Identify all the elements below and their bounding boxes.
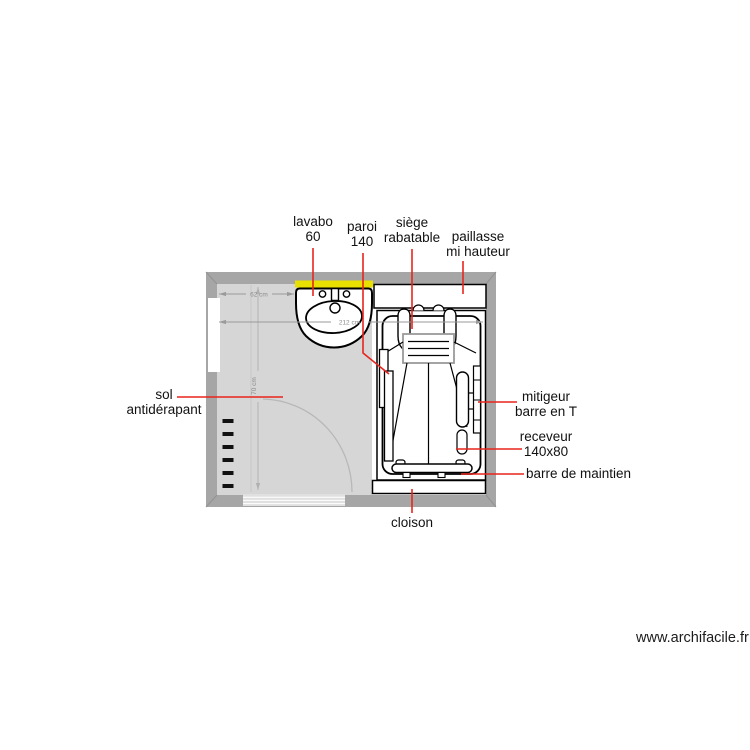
- leader-lines: [177, 248, 524, 513]
- label-siege-line1: siège: [395, 215, 429, 230]
- door[interactable]: [243, 398, 353, 506]
- corner-miter: [205, 271, 218, 285]
- leader-paroi: [362, 253, 390, 375]
- label-barre-maintien: barre de maintien: [526, 466, 632, 482]
- folding-seat[interactable]: [402, 333, 455, 364]
- mixer-tbar[interactable]: [455, 365, 482, 455]
- radiator[interactable]: [222, 419, 234, 488]
- label-lavabo-line2: 60: [305, 228, 321, 244]
- sink-outline[interactable]: [295, 287, 373, 349]
- label-paillasse-line2: mi hauteur: [446, 243, 510, 259]
- label-mitigeur-line2: barre en T: [514, 403, 578, 419]
- radiator-fin: [222, 458, 234, 462]
- label-paillasse-line1: paillasse: [451, 229, 505, 244]
- radiator-fin: [222, 419, 234, 423]
- seat-hinge-bump: [432, 304, 445, 311]
- seat-hinge-bump: [412, 304, 425, 311]
- sink-highlight-strip: [295, 280, 373, 288]
- grab-bar-bracket: [402, 471, 411, 479]
- shower-screen-paroi[interactable]: [383, 370, 394, 462]
- mixer-handle: [456, 429, 468, 455]
- radiator-fin: [222, 432, 234, 436]
- sink-basin: [305, 300, 363, 334]
- label-cloison: cloison: [382, 515, 442, 531]
- window-opening[interactable]: [208, 298, 220, 372]
- radiator-fin: [222, 484, 234, 488]
- grab-bar-bracket: [437, 471, 446, 479]
- label-sol-line1: sol: [155, 387, 173, 402]
- door-swing-arc: [262, 398, 353, 493]
- label-mitigeur-line1: mitigeur: [521, 389, 570, 404]
- mixer-rail[interactable]: [455, 371, 470, 428]
- dim-text-bg: [251, 371, 260, 402]
- radiator-fin: [222, 445, 234, 449]
- label-paroi: paroi 140: [330, 219, 394, 249]
- dim-70-text: 70 cm: [251, 377, 258, 395]
- corner-miter: [485, 271, 497, 285]
- label-paroi-line1: paroi: [346, 219, 378, 234]
- grab-bar[interactable]: [391, 459, 473, 479]
- corner-miter: [205, 494, 218, 508]
- label-receveur-line1: receveur: [519, 429, 573, 444]
- label-paillasse: paillasse mi hauteur: [436, 229, 520, 259]
- drain-icon: [329, 302, 341, 314]
- dimension-arrows: [219, 287, 483, 490]
- tap-handle-icon: [318, 290, 327, 298]
- faucet-icon: [330, 287, 340, 302]
- paillasse-counter[interactable]: [373, 283, 487, 309]
- partition-cloison[interactable]: [371, 479, 487, 495]
- grab-bar-tube[interactable]: [391, 463, 473, 474]
- label-paroi-line2: 140: [350, 233, 374, 249]
- shower[interactable]: [376, 304, 487, 481]
- dim-62-text: 62 cm: [250, 292, 268, 299]
- label-receveur-line2: 140x80: [523, 443, 569, 459]
- corner-miter: [485, 494, 497, 508]
- label-barre-maintien-line1: barre de maintien: [526, 466, 632, 481]
- radiator-fin: [222, 471, 234, 475]
- label-sol: sol antidérapant: [120, 387, 208, 417]
- label-sol-line2: antidérapant: [126, 401, 202, 417]
- dim-212-text: 212 cm: [339, 320, 360, 327]
- label-lavabo: lavabo 60: [270, 214, 356, 244]
- watermark-url: www.archifacile.fr: [636, 630, 749, 646]
- label-lavabo-line1: lavabo: [293, 214, 333, 229]
- label-siege: siège rabatable: [373, 215, 451, 245]
- label-siege-line2: rabatable: [383, 229, 441, 245]
- sink-lavabo[interactable]: [295, 280, 373, 349]
- label-cloison-line1: cloison: [390, 515, 434, 530]
- tap-handle-icon: [342, 290, 351, 298]
- label-mitigeur: mitigeur barre en T: [504, 389, 588, 419]
- label-receveur: receveur 140x80: [504, 429, 588, 459]
